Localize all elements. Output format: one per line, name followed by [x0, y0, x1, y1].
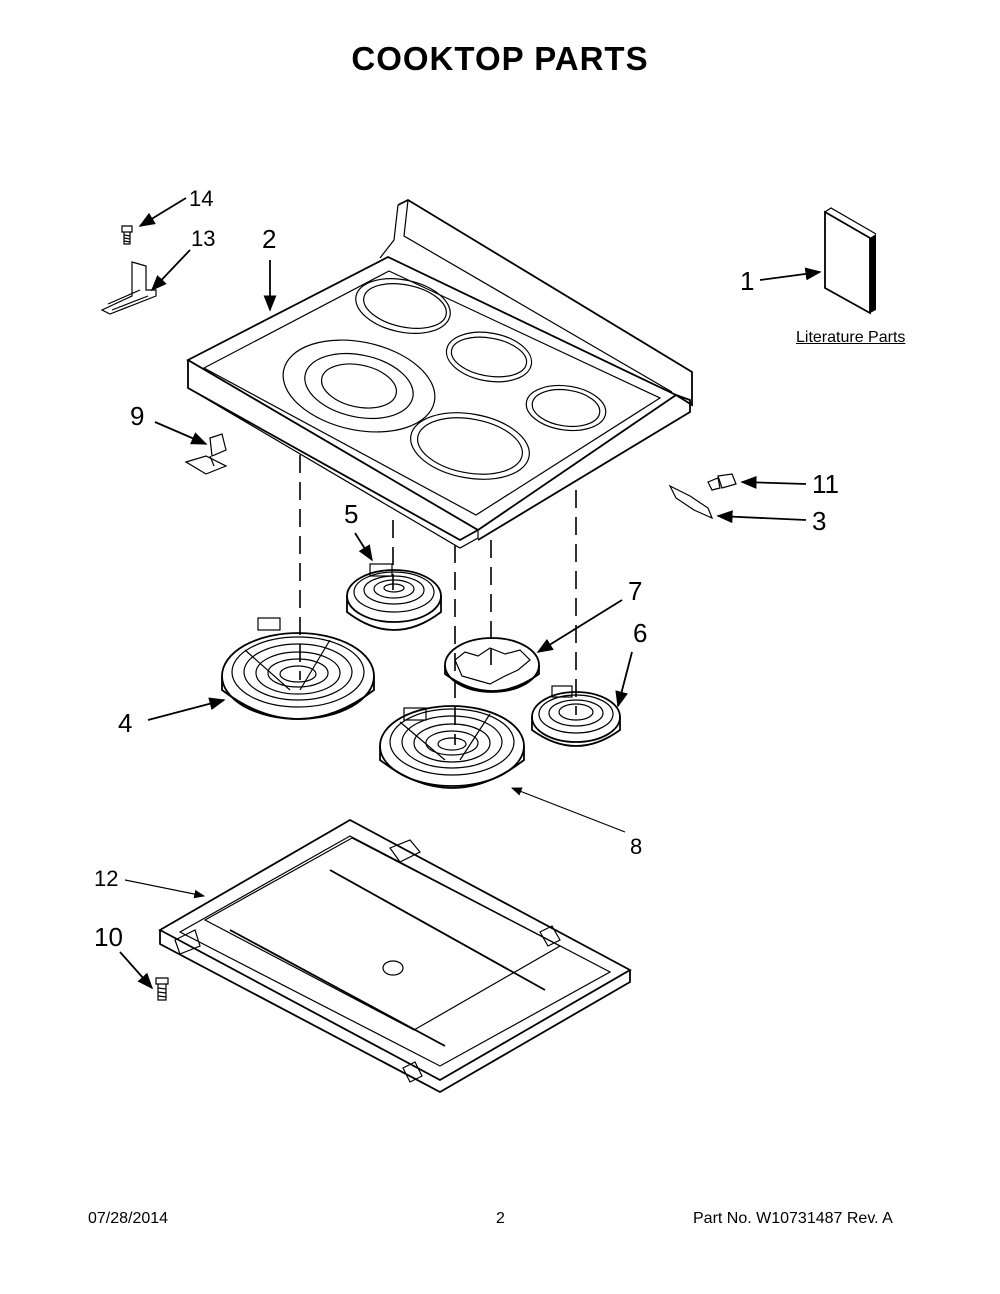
literature-parts-label: Literature Parts: [796, 329, 906, 346]
callout-5: 5: [344, 499, 358, 529]
callout-11: 11: [812, 469, 839, 499]
callout-6: 6: [633, 618, 647, 648]
burner-box-tray: [158, 818, 632, 1094]
literature-book: [824, 207, 877, 315]
callout-14: 14: [189, 186, 213, 211]
footer-date: 07/28/2014: [88, 1210, 169, 1227]
footer-page-number: 2: [496, 1210, 505, 1227]
callout-7: 7: [628, 576, 642, 606]
callout-4: 4: [118, 708, 132, 738]
callout-12: 12: [94, 866, 118, 891]
callout-10: 10: [94, 922, 123, 952]
screw-14: [121, 225, 133, 245]
burner-plate-7: [444, 637, 540, 693]
surface-element-6: [531, 685, 621, 747]
leader-arrows: [119, 197, 822, 990]
page-title: COOKTOP PARTS: [351, 40, 649, 77]
bracket-13: [100, 261, 157, 315]
callout-13: 13: [191, 226, 215, 251]
surface-element-5: [346, 563, 442, 631]
callout-8: 8: [630, 834, 642, 859]
surface-element-8: [379, 705, 525, 789]
alignment-lines: [299, 455, 577, 745]
sensor-clip-3: [668, 484, 714, 520]
screw-10: [155, 977, 169, 1001]
callout-1: 1: [740, 266, 754, 296]
screw-11: [707, 473, 737, 491]
cooktop-glass: [186, 198, 693, 549]
surface-element-4: [221, 617, 375, 720]
callout-9: 9: [130, 401, 144, 431]
clip-9: [184, 433, 228, 475]
callout-2: 2: [262, 224, 276, 254]
callout-3: 3: [812, 506, 826, 536]
footer-part-number: Part No. W10731487 Rev. A: [693, 1210, 893, 1227]
